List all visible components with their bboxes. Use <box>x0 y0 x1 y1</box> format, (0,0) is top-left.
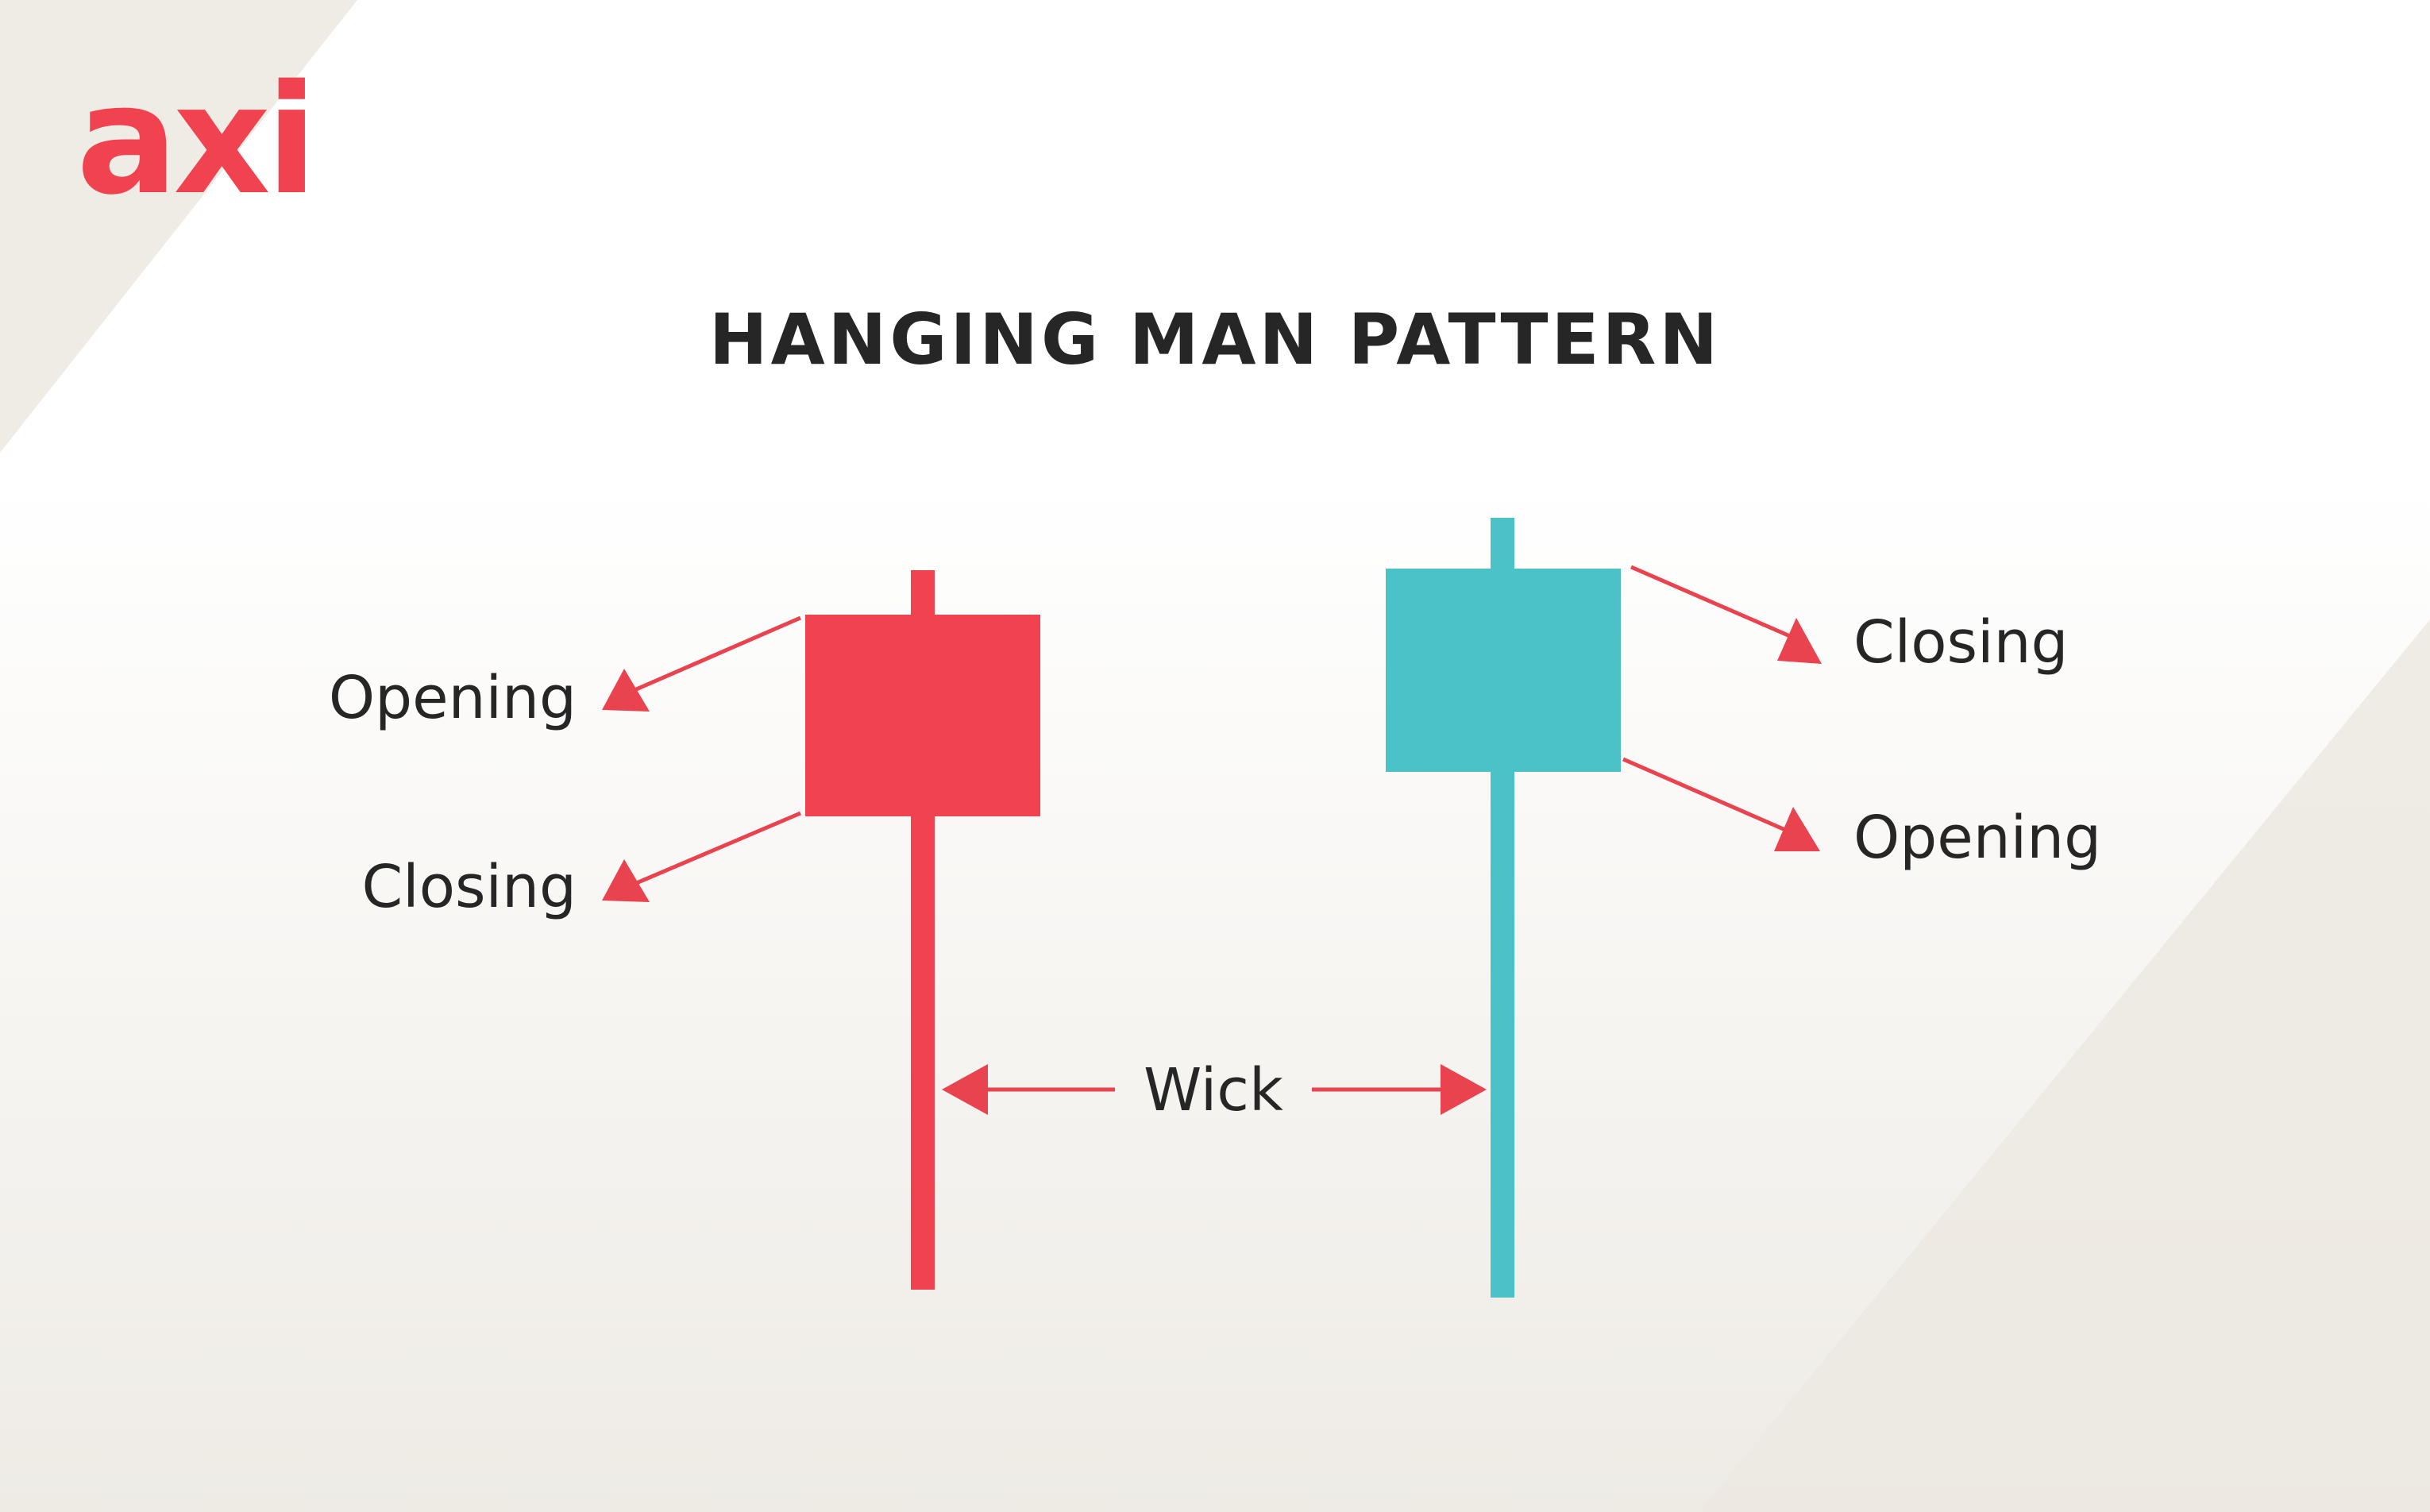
bullish-closing-label: Closing <box>1853 608 2069 677</box>
bearish-lower-wick <box>911 815 935 1290</box>
page-title: HANGING MAN PATTERN <box>709 299 1721 380</box>
bearish-candle-body <box>805 615 1040 816</box>
bullish-opening-label: Opening <box>1853 804 2101 872</box>
bearish-upper-wick <box>911 570 935 616</box>
wick-label: Wick <box>1144 1056 1283 1124</box>
axi-logo: axi <box>76 52 313 228</box>
bullish-candle-body <box>1386 569 1621 772</box>
background-shape-top-left <box>0 0 357 453</box>
arrowhead-icon <box>1774 807 1820 851</box>
arrow-left-icon <box>942 1064 988 1115</box>
arrowhead-icon <box>1777 618 1822 664</box>
bullish-lower-wick <box>1491 770 1514 1298</box>
arrow-right-icon <box>1441 1064 1487 1115</box>
bearish-closing-pointer <box>602 811 801 902</box>
bearish-opening-label: Opening <box>329 664 577 732</box>
bullish-candle <box>1386 518 1621 1298</box>
bullish-opening-pointer <box>1622 757 1820 851</box>
bearish-candle <box>805 570 1040 1290</box>
arrowhead-icon <box>602 859 650 902</box>
wick-pointer <box>942 1064 1487 1115</box>
arrowhead-icon <box>602 669 650 712</box>
bearish-closing-label: Closing <box>362 853 577 921</box>
bullish-closing-pointer <box>1630 565 1822 664</box>
bullish-upper-wick <box>1491 518 1514 570</box>
bearish-opening-pointer <box>602 615 801 712</box>
background-shape-bottom-right <box>1699 619 2430 1512</box>
